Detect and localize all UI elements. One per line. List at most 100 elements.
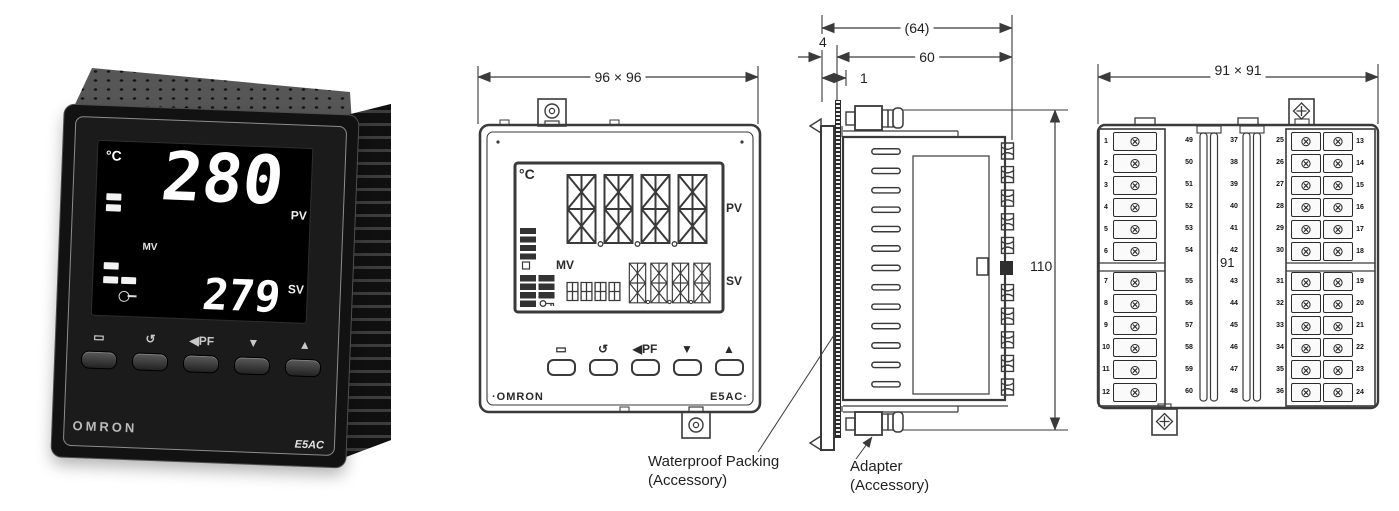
mode-key-icon: ↺ (597, 342, 609, 356)
terminal-number: 26 (1276, 159, 1284, 167)
terminal-row: ⊗ ⊗ 19 (1291, 272, 1365, 292)
terminal-row: ⊗ ⊗ 16 (1291, 197, 1365, 217)
key-lock-icon (118, 290, 130, 303)
adapter-label: Adapter (850, 458, 903, 475)
terminal-row: 3 ⊗ (1101, 175, 1157, 195)
terminal-number: 59 (1185, 365, 1193, 373)
terminal-number: 57 (1185, 321, 1193, 329)
terminal-number: 10 (1102, 344, 1110, 352)
adapter-annotation: Adapter (Accessory) (850, 457, 929, 495)
terminal-row: 10 ⊗ (1101, 338, 1157, 358)
terminal-screw-icon: ⊗ (1323, 131, 1353, 151)
terminal-number: 33 (1276, 321, 1284, 329)
terminal-screw-icon: ⊗ (1323, 382, 1353, 402)
terminal-number: 55 (1185, 277, 1193, 285)
level-key-button (80, 350, 118, 370)
terminal-number: 3 (1104, 181, 1108, 189)
terminal-number: 39 (1230, 181, 1238, 189)
terminal-number: 17 (1356, 225, 1364, 233)
terminal-screw-icon: ⊗ (1291, 219, 1321, 239)
indicator-block (121, 276, 137, 285)
terminal-number: 22 (1356, 344, 1364, 352)
terminal-row: 5 ⊗ (1101, 219, 1157, 239)
terminal-number: 27 (1276, 181, 1284, 189)
terminal-number: 4 (1104, 203, 1108, 211)
front-sv-label: SV (726, 274, 743, 288)
terminal-row: 7 ⊗ (1101, 272, 1157, 292)
terminal-row: ⊗ ⊗ 13 (1291, 131, 1365, 151)
terminal-screw-icon: ⊗ (1323, 360, 1353, 380)
terminal-number: 29 (1276, 225, 1284, 233)
terminal-screw-icon: ⊗ (1323, 197, 1353, 217)
terminal-row: 1 ⊗ (1101, 131, 1157, 151)
terminal-row: ⊗ ⊗ 21 (1291, 316, 1365, 336)
waterproof-packing-accessory: (Accessory) (648, 472, 728, 489)
terminal-number: 58 (1185, 343, 1193, 351)
terminal-number: 5 (1104, 225, 1108, 233)
terminal-screw-icon: ⊗ (1291, 241, 1321, 261)
terminal-row: ⊗ ⊗ 17 (1291, 219, 1365, 239)
terminal-number: 24 (1356, 388, 1364, 396)
terminal-screw-icon: ⊗ (1323, 175, 1353, 195)
terminal-number: 15 (1356, 181, 1364, 189)
mv-label: MV (142, 241, 158, 254)
indicator-block (106, 193, 122, 201)
down-key-button (233, 356, 271, 376)
indicator-block (103, 262, 119, 270)
terminal-number: 56 (1185, 299, 1193, 307)
terminal-number: 19 (1356, 278, 1364, 286)
terminal-number: 7 (1104, 278, 1108, 286)
side-bezel-depth-dimension: 4 (818, 34, 828, 50)
terminal-number: 36 (1276, 388, 1284, 396)
terminal-number: 35 (1276, 365, 1284, 373)
side-body-depth-dimension: 60 (915, 49, 939, 65)
terminal-number: 20 (1356, 300, 1364, 308)
terminal-number: 30 (1276, 247, 1284, 255)
photo-front-face: °C 280 PV MV 279 SV ▭ ↺ ◀PF (62, 115, 348, 457)
sv-label: SV (287, 282, 305, 297)
waterproof-packing-strip (835, 100, 841, 438)
terminal-number: 37 (1230, 137, 1238, 144)
terminal-number: 49 (1185, 137, 1193, 144)
terminal-screw-icon: ⊗ (1291, 360, 1321, 380)
terminal-number: 51 (1185, 181, 1193, 189)
terminal-number: 6 (1104, 247, 1108, 255)
terminal-screw-icon: ⊗ (1291, 294, 1321, 314)
side-height-dimension: 110 (1030, 258, 1053, 274)
side-overall-depth-dimension: (64) (900, 20, 934, 36)
terminal-row: ⊗ ⊗ 18 (1291, 241, 1365, 261)
terminal-row: ⊗ ⊗ 15 (1291, 175, 1365, 195)
terminal-screw-icon: ⊗ (1113, 131, 1157, 151)
terminal-number: 18 (1356, 247, 1364, 255)
terminal-number: 11 (1102, 366, 1110, 374)
photo-display: °C 280 PV MV 279 SV (90, 137, 314, 324)
terminal-row: 2 ⊗ (1101, 153, 1157, 173)
product-photo: °C 280 PV MV 279 SV ▭ ↺ ◀PF (50, 58, 398, 468)
terminal-screw-icon: ⊗ (1323, 294, 1353, 314)
waterproof-packing-label: Waterproof Packing (648, 453, 780, 470)
terminal-number: 23 (1356, 366, 1364, 374)
indicator-block (103, 276, 119, 284)
terminal-screw-icon: ⊗ (1113, 382, 1157, 402)
rear-left-terminal-block: 1 ⊗ 2 ⊗ 3 ⊗ 4 ⊗ 5 ⊗ 6 ⊗ 7 ⊗ 8 ⊗ 9 ⊗ 10 ⊗ (1101, 131, 1157, 404)
pv-label: PV (290, 208, 308, 223)
terminal-screw-icon: ⊗ (1113, 175, 1157, 195)
terminal-number: 12 (1102, 388, 1110, 396)
photo-front-bezel: °C 280 PV MV 279 SV ▭ ↺ ◀PF (51, 104, 359, 468)
terminal-screw-icon: ⊗ (1291, 338, 1321, 358)
terminal-number: 54 (1185, 247, 1193, 255)
terminal-screw-icon: ⊗ (1323, 272, 1353, 292)
terminal-row: ⊗ ⊗ 23 (1291, 360, 1365, 380)
terminal-row: 9 ⊗ (1101, 316, 1157, 336)
terminal-row: 11 ⊗ (1101, 360, 1157, 380)
terminal-screw-icon: ⊗ (1113, 316, 1157, 336)
terminal-number: 2 (1104, 159, 1108, 167)
front-pv-label: PV (726, 201, 743, 215)
rear-width-dimension: 91 × 91 (1210, 62, 1266, 78)
terminal-screw-icon: ⊗ (1323, 153, 1353, 173)
terminal-screw-icon: ⊗ (1323, 316, 1353, 336)
terminal-number: 1 (1104, 137, 1108, 145)
terminal-screw-icon: ⊗ (1113, 153, 1157, 173)
